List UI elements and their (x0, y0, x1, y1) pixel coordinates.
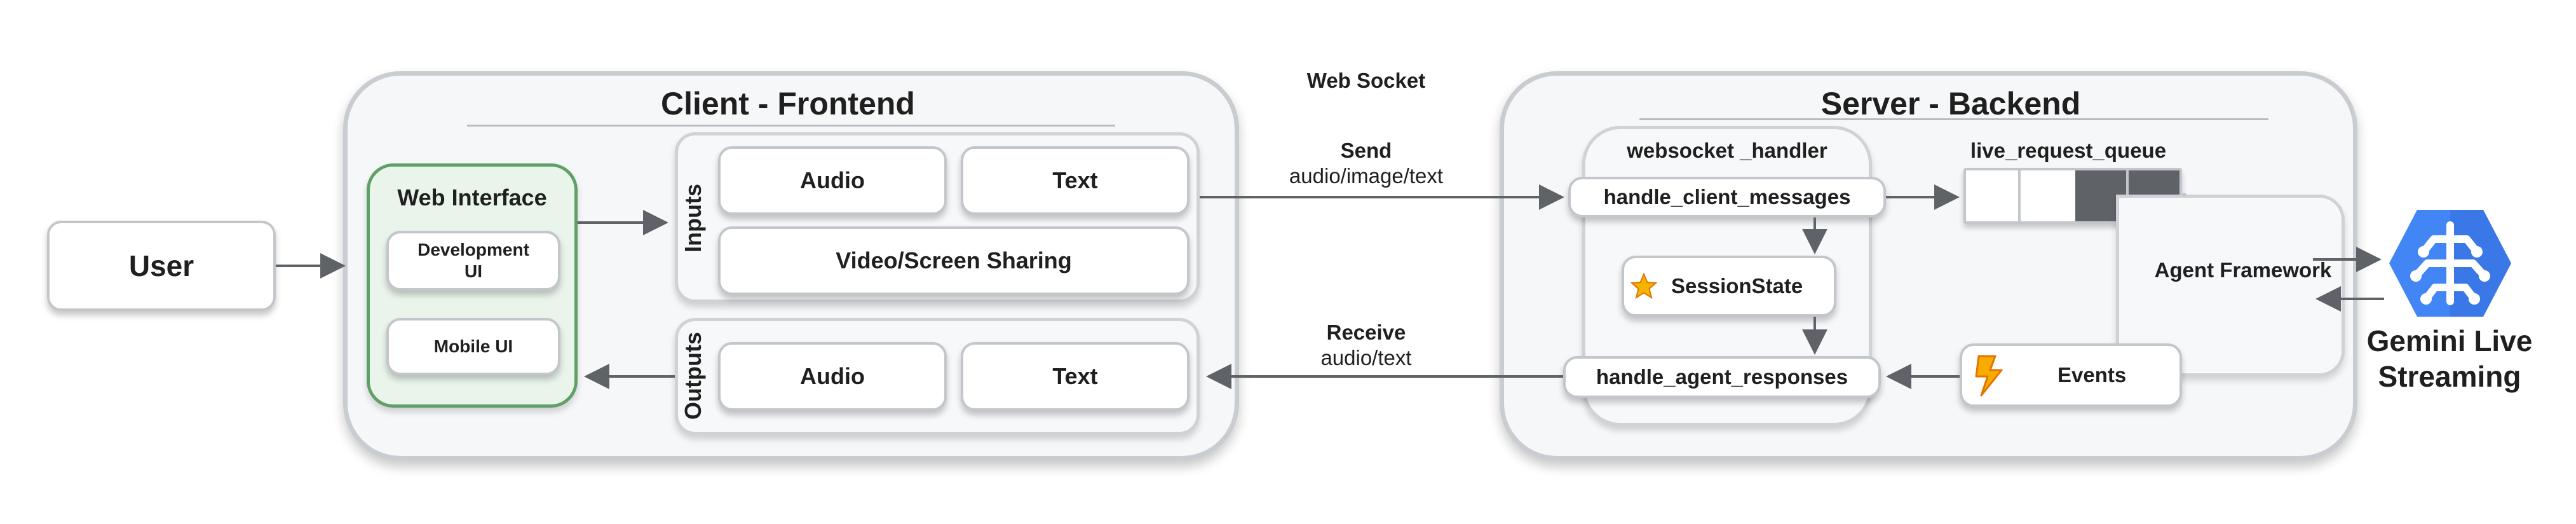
web-interface-title: Web Interface (397, 184, 547, 210)
client-title-divider (467, 125, 1115, 127)
input-audio-node: Audio (718, 146, 947, 215)
client-frontend-title: Client - Frontend (661, 86, 915, 121)
web-socket-label: Web Socket (1306, 69, 1426, 92)
handle-client-messages-label: handle_client_messages (1603, 185, 1851, 209)
input-text-label: Text (1052, 167, 1098, 193)
gemini-live-streaming-text: Gemini Live Streaming (2366, 324, 2533, 393)
mobile-ui-node: Mobile UI (386, 318, 560, 375)
gemini-brain-icon (2389, 210, 2511, 317)
output-audio-label: Audio (800, 363, 865, 389)
events-node: Events (1960, 343, 2182, 407)
output-text-label: Text (1052, 363, 1098, 389)
star-icon (1630, 272, 1658, 300)
handle-client-messages-node: handle_client_messages (1568, 177, 1886, 217)
development-ui-node: Development UI (386, 231, 560, 291)
agent-framework-text: Agent Framework (2154, 258, 2332, 282)
session-state-node: SessionState (1622, 256, 1836, 317)
queue-slot (2018, 170, 2021, 221)
live-request-queue-title: live_request_queue (1970, 139, 2167, 162)
agent-framework-divider (2116, 195, 2119, 345)
mobile-ui-label: Mobile UI (433, 336, 513, 356)
video-screen-sharing-label: Video/Screen Sharing (836, 247, 1072, 273)
handle-agent-responses-node: handle_agent_responses (1563, 356, 1881, 398)
output-text-node: Text (961, 342, 1190, 411)
server-title-divider (1639, 118, 2268, 120)
send-label: Send (1340, 139, 1392, 162)
input-audio-label: Audio (800, 167, 865, 193)
video-screen-sharing-node: Video/Screen Sharing (718, 226, 1190, 295)
input-text-node: Text (961, 146, 1190, 215)
receive-detail-label: audio/text (1320, 346, 1412, 369)
websocket-handler-title: websocket _handler (1627, 139, 1827, 162)
server-backend-title: Server - Backend (1820, 86, 2081, 121)
events-label: Events (2057, 363, 2127, 387)
user-node: User (47, 221, 276, 311)
agent-framework-label: Agent Framework (2154, 257, 2332, 284)
session-state-label: SessionState (1671, 274, 1803, 298)
development-ui-label: Development UI (417, 240, 529, 281)
lightning-bolt-icon (1975, 355, 2003, 397)
gemini-live-streaming-label: Gemini Live Streaming (2351, 323, 2548, 394)
receive-label: Receive (1326, 321, 1406, 344)
handle-agent-responses-label: handle_agent_responses (1596, 365, 1848, 389)
send-detail-label: audio/image/text (1289, 164, 1444, 188)
output-audio-node: Audio (718, 342, 947, 411)
user-label: User (128, 249, 194, 282)
